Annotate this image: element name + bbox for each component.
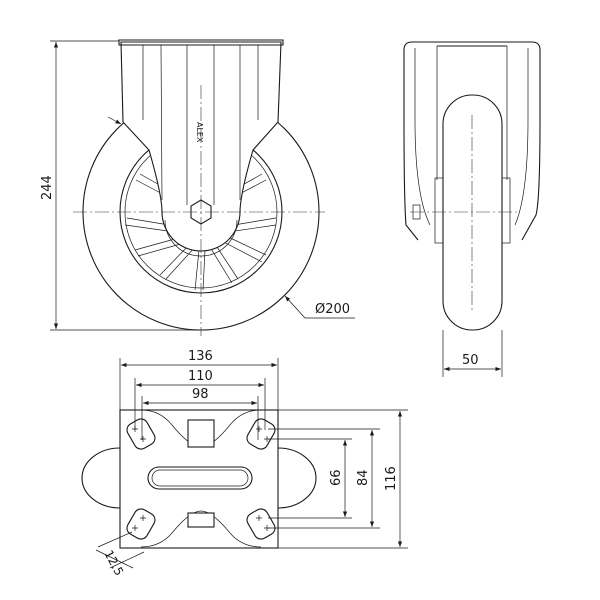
slot-inner	[151, 469, 249, 487]
top-view: 136 110 98 116 84 66 12.5	[81, 349, 408, 578]
nut-bottom	[187, 512, 215, 528]
nut-top	[187, 419, 215, 448]
height-dim-label: 244	[40, 175, 55, 200]
side-extension-lines	[268, 409, 408, 549]
slot-width-extensions	[97, 531, 145, 569]
dim-label-110: 110	[188, 369, 213, 384]
dim-label-136: 136	[188, 349, 213, 364]
fork-lines	[142, 44, 259, 205]
width-extension-lines	[442, 330, 503, 377]
tyre-leader	[107, 116, 122, 125]
wheel-bulge-right	[277, 447, 317, 509]
diameter-dim-label: Ø200	[315, 302, 350, 317]
dim-label-12-5: 12.5	[101, 548, 126, 578]
slot-outer	[147, 466, 253, 490]
front-centerlines	[73, 85, 325, 336]
mounting-holes	[126, 418, 276, 540]
axle-boss	[164, 219, 238, 257]
fork-inner-lines	[414, 46, 529, 226]
side-centerlines	[410, 115, 520, 310]
alex-logo: ALEX	[195, 122, 204, 143]
plate-bottom-cutout	[140, 510, 262, 548]
wheel-side	[442, 94, 503, 331]
dim-label-66: 66	[329, 469, 344, 486]
dim-label-116: 116	[384, 466, 399, 491]
side-view: 50	[403, 41, 541, 377]
fork-outer	[403, 41, 541, 241]
right-hub-plate	[501, 177, 511, 244]
left-hub-plate	[434, 177, 444, 244]
width-dim-label: 50	[462, 353, 479, 368]
slot-width-dim-line	[95, 549, 134, 569]
top-plate-edge	[118, 39, 284, 46]
wheel-bulge-left	[81, 447, 121, 509]
dim-label-84: 84	[356, 469, 371, 486]
top-plate	[119, 409, 279, 549]
front-view: ALEX 244 Ø200	[40, 39, 355, 336]
height-extension-lines	[50, 40, 200, 331]
diameter-leader	[284, 295, 355, 319]
dim-label-98: 98	[192, 387, 209, 402]
top-extension-lines	[119, 358, 279, 440]
